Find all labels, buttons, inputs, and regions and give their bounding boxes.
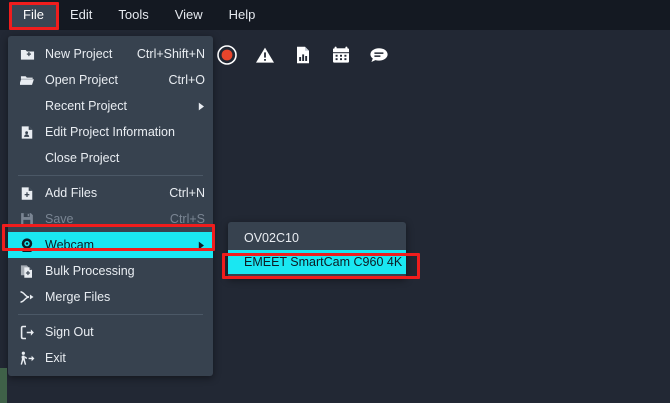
record-icon[interactable]	[216, 44, 238, 66]
menu-item-shortcut: Ctrl+O	[168, 73, 205, 87]
menu-item-label: Bulk Processing	[45, 264, 135, 278]
menu-item-webcam[interactable]: Webcam	[8, 232, 213, 258]
new-project-icon	[18, 45, 36, 63]
menu-item-exit[interactable]: Exit	[8, 345, 213, 371]
menu-item-bulk-processing[interactable]: Bulk Processing	[8, 258, 213, 284]
menu-item-sign-out[interactable]: Sign Out	[8, 319, 213, 345]
menu-item-close-project[interactable]: Close Project	[8, 145, 213, 171]
menu-item-save: Save Ctrl+S	[8, 206, 213, 232]
menu-item-label: Merge Files	[45, 290, 111, 304]
menu-item-recent-project[interactable]: Recent Project	[8, 93, 213, 119]
chevron-right-icon	[197, 102, 205, 110]
menu-separator	[18, 314, 203, 315]
menu-item-shortcut: Ctrl+N	[169, 186, 205, 200]
menu-separator	[18, 175, 203, 176]
bulk-processing-icon	[18, 262, 36, 280]
menu-item-add-files[interactable]: Add Files Ctrl+N	[8, 180, 213, 206]
window-edge-strip	[0, 368, 7, 403]
no-icon	[18, 149, 36, 167]
menu-item-merge-files[interactable]: Merge Files	[8, 284, 213, 310]
save-icon	[18, 210, 36, 228]
report-icon[interactable]	[292, 44, 314, 66]
menubar-item-help[interactable]: Help	[228, 7, 256, 22]
menu-item-label: Save	[45, 212, 74, 226]
menu-item-label: Webcam	[45, 238, 95, 252]
menubar-item-tools[interactable]: Tools	[118, 7, 149, 22]
menubar-item-view[interactable]: View	[174, 7, 203, 22]
menu-item-edit-project-information[interactable]: Edit Project Information	[8, 119, 213, 145]
menu-item-label: Add Files	[45, 186, 98, 200]
merge-files-icon	[18, 288, 36, 306]
menubar-item-edit[interactable]: Edit	[69, 7, 93, 22]
edit-info-icon	[18, 123, 36, 141]
warning-icon[interactable]	[254, 44, 276, 66]
menu-item-label: Sign Out	[45, 325, 94, 339]
menu-item-label: Recent Project	[45, 99, 127, 113]
webcam-device-2[interactable]: EMEET SmartCam C960 4K	[228, 250, 406, 274]
add-files-icon	[18, 184, 36, 202]
sign-out-icon	[18, 323, 36, 341]
no-icon	[18, 97, 36, 115]
webcam-device-1[interactable]: OV02C10	[244, 231, 299, 245]
menu-item-label: Open Project	[45, 73, 118, 87]
menu-item-open-project[interactable]: Open Project Ctrl+O	[8, 67, 213, 93]
chevron-right-icon	[197, 241, 205, 249]
menu-bar: File Edit Tools View Help	[0, 0, 670, 30]
calendar-icon[interactable]	[330, 44, 352, 66]
chat-icon[interactable]	[368, 44, 390, 66]
toolbar	[216, 40, 390, 70]
webcam-icon	[18, 236, 36, 254]
menu-item-label: Exit	[45, 351, 66, 365]
menubar-item-file[interactable]: File	[10, 3, 57, 27]
menu-item-label: Edit Project Information	[45, 125, 175, 139]
menu-item-label: Close Project	[45, 151, 120, 165]
menu-item-label: New Project	[45, 47, 113, 61]
open-project-icon	[18, 71, 36, 89]
menu-item-new-project[interactable]: New Project Ctrl+Shift+N	[8, 41, 213, 67]
menu-item-shortcut: Ctrl+S	[169, 212, 205, 226]
exit-icon	[18, 349, 36, 367]
menu-item-shortcut: Ctrl+Shift+N	[136, 47, 205, 61]
